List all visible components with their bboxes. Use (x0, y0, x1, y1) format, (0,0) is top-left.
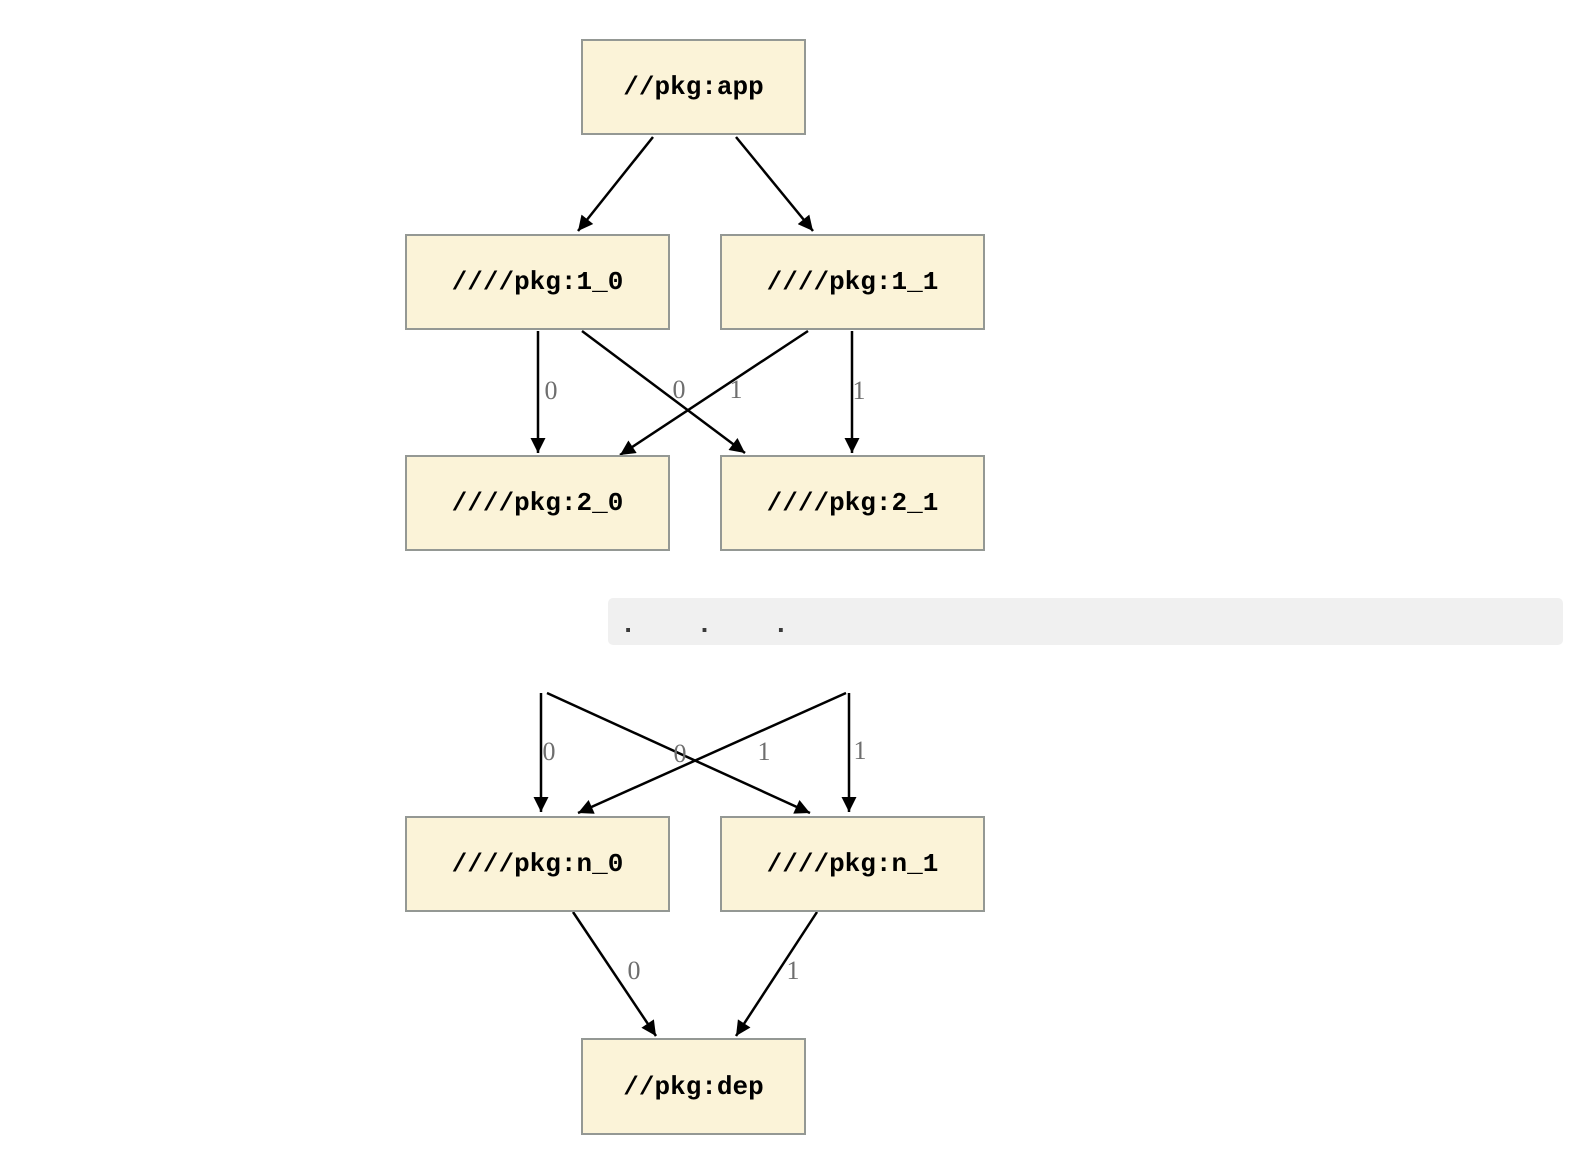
edge-n_0-to-dep (571, 911, 658, 1037)
node-pkg-app: //pkg:app (581, 39, 806, 135)
node-pkg-1_1-label: ////pkg:1_1 (766, 267, 939, 297)
edge-ellipsis-to-n_0-1 (577, 691, 847, 815)
edge-label-ellipsis-to-n_0-1: 1 (757, 737, 771, 766)
edge-label-ellipsis-to-n_1-1: 1 (853, 736, 867, 765)
node-pkg-dep: //pkg:dep (581, 1038, 806, 1135)
edge-app-to-1_1 (735, 136, 814, 232)
node-pkg-2_0: ////pkg:2_0 (405, 455, 670, 551)
node-pkg-dep-label: //pkg:dep (623, 1071, 764, 1102)
edge-1_0-to-2_1 (581, 329, 746, 455)
node-pkg-2_1: ////pkg:2_1 (720, 455, 985, 551)
ellipsis-text: . . . (620, 611, 812, 641)
node-pkg-1_0: ////pkg:1_0 (405, 234, 670, 330)
node-pkg-2_0-label: ////pkg:2_0 (451, 488, 624, 518)
edge-label-n_0-to-dep: 0 (627, 956, 641, 985)
node-pkg-n_0-label: ////pkg:n_0 (451, 849, 624, 879)
edge-label-1_0-to-2_1: 0 (672, 375, 686, 404)
node-pkg-1_1: ////pkg:1_1 (720, 234, 985, 330)
node-pkg-n_0: ////pkg:n_0 (405, 816, 670, 912)
edge-app-to-1_0 (577, 136, 654, 232)
ellipsis-bar: . . . (608, 598, 1563, 645)
edge-n_1-to-dep (734, 911, 819, 1037)
node-pkg-2_1-label: ////pkg:2_1 (766, 488, 939, 518)
edge-label-1_1-to-2_1: 1 (852, 376, 866, 405)
node-pkg-n_1-label: ////pkg:n_1 (766, 849, 939, 879)
edge-label-ellipsis-to-n_0-0: 0 (542, 737, 556, 766)
node-pkg-1_0-label: ////pkg:1_0 (451, 267, 624, 297)
node-pkg-app-label: //pkg:app (623, 72, 764, 102)
node-pkg-n_1: ////pkg:n_1 (720, 816, 985, 912)
edge-1_1-to-2_0 (619, 329, 809, 457)
edge-label-1_1-to-2_0: 1 (729, 375, 743, 404)
edge-label-ellipsis-to-n_1-0: 0 (673, 739, 687, 768)
edge-label-n_1-to-dep: 1 (786, 956, 800, 985)
edge-label-1_0-to-2_0: 0 (544, 376, 558, 405)
